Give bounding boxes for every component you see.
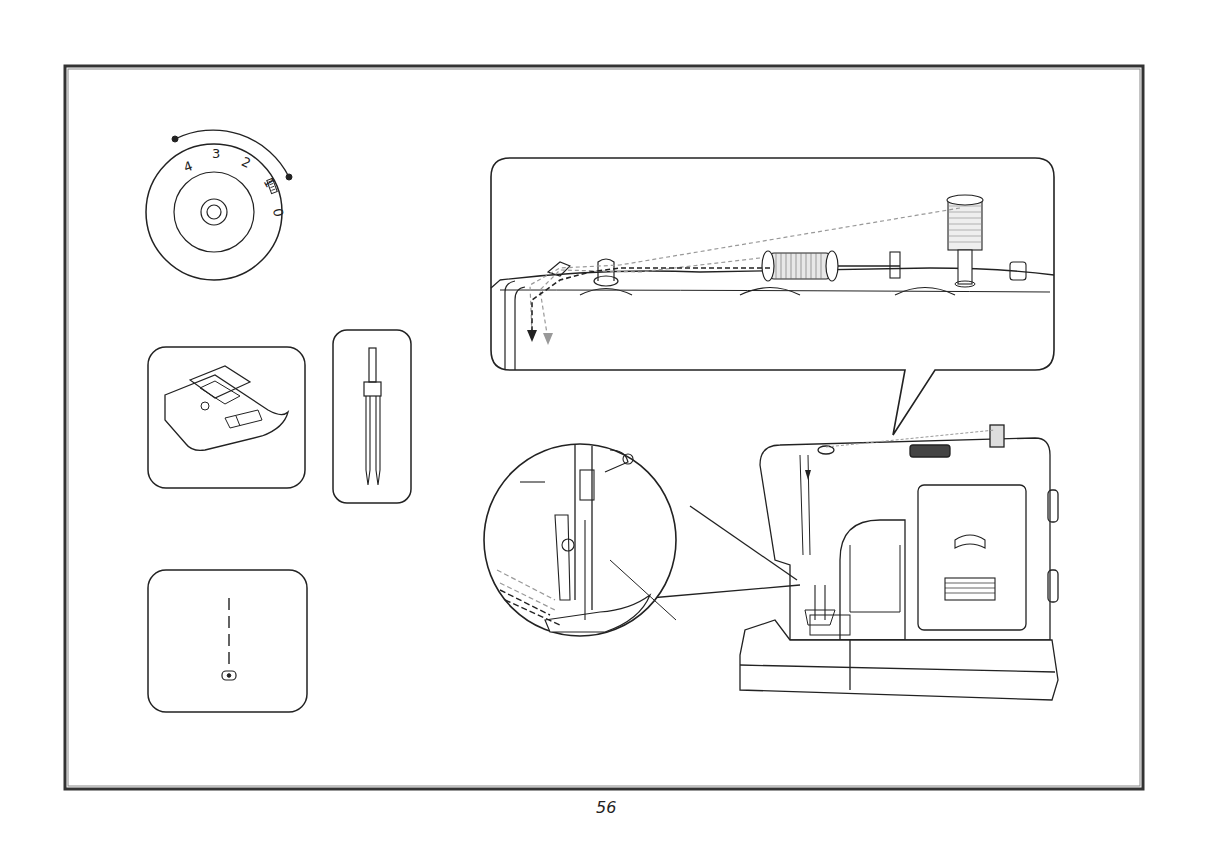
page-frame-inner [68,69,1140,786]
needle-area-magnifier [484,444,800,636]
sewing-machine [740,425,1058,700]
stitch-pattern-panel [148,570,307,712]
page-frame [65,66,1143,789]
stitch-length-dial [146,130,292,280]
twin-needle-panel [333,330,411,503]
thread-path-callout [491,158,1054,435]
dial-number: 4 [182,159,194,174]
page-number: 56 [596,800,616,816]
dial-number: 3 [212,147,220,160]
presser-foot-panel [148,347,305,488]
dial-number: 0 [271,207,285,217]
dial-number: 2 [240,155,253,170]
